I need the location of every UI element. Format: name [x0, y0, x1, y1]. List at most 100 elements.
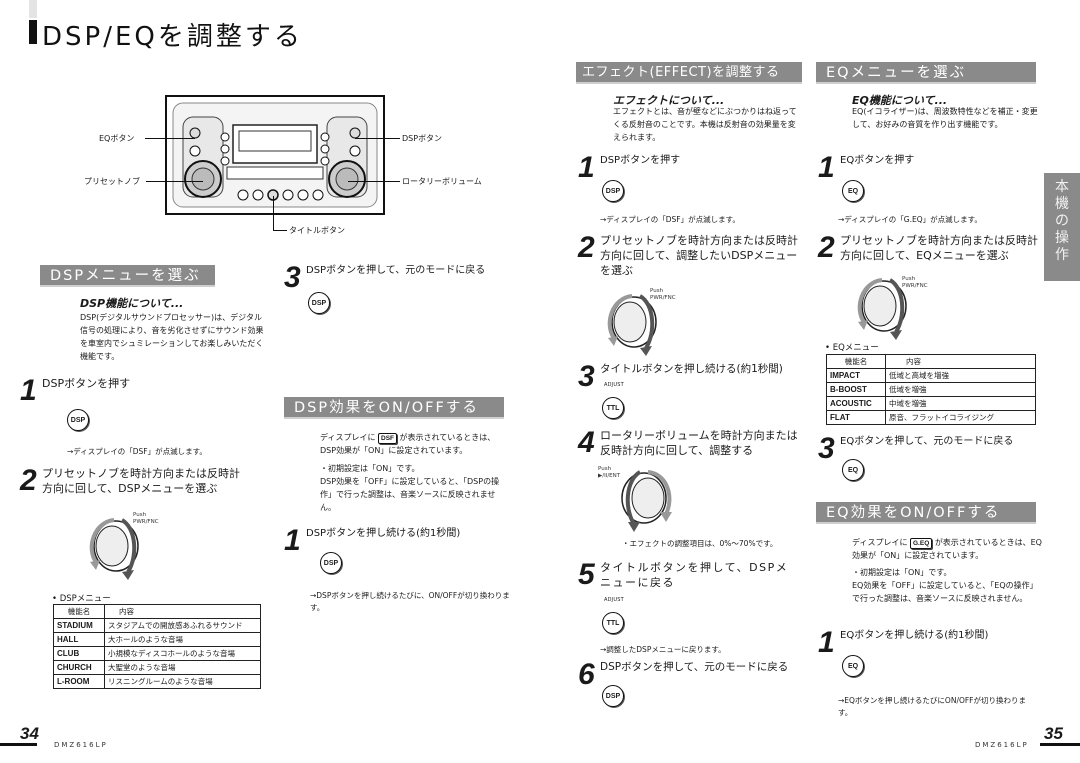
- table-cell: L-ROOM: [53, 674, 105, 689]
- dsp-button-icon: DSP: [67, 409, 89, 431]
- page-title: DSP/EQを調整する: [42, 22, 303, 52]
- model-number-left: DMZ616LP: [54, 741, 108, 749]
- step-number: 2: [578, 231, 595, 264]
- knob-label-small: Push: [650, 288, 664, 294]
- table-cell: リスニングルームのような音場: [104, 674, 261, 689]
- eq-button-icon: EQ: [842, 180, 864, 202]
- off-note: DSP効果を「OFF」に設定していると、「DSPの操作」で行った調整は、音楽ソー…: [320, 477, 500, 512]
- knob-label-main: PWR/FNC: [902, 283, 928, 289]
- dsp-button-icon: DSP: [320, 552, 342, 574]
- dsf-display-badge: DSF: [378, 433, 397, 444]
- section-heading: EQ効果をON/OFFする: [816, 502, 1036, 524]
- about-text: EQ(イコライザー)は、周波数特性などを補正・変更して、お好みの音質を作り出す機…: [852, 107, 1038, 129]
- section-heading: DSPメニューを選ぶ: [40, 265, 215, 287]
- step-text: EQボタンを押して、元のモードに戻る: [840, 436, 1014, 447]
- about-text: DSP(デジタルサウンドプロセッサー)は、デジタル信号の処理により、音を劣化させ…: [80, 313, 264, 361]
- callout-line: [273, 230, 287, 231]
- step-text: DSPボタンを押して、元のモードに戻る: [306, 265, 486, 276]
- table-cell: 低域を増強: [885, 382, 1036, 397]
- table-cell: 小規模なディスコホールのような音場: [104, 646, 261, 661]
- callout-line: [348, 181, 400, 182]
- about-title: エフェクトについて...: [613, 94, 725, 107]
- page-number-left: 34: [20, 724, 39, 743]
- step-text: プリセットノブを時計方向または反時計方向に回して、調整したいDSPメニューを選ぶ: [600, 234, 798, 277]
- model-number-right: DMZ616LP: [975, 741, 1029, 749]
- default-note: ・初期設定は「ON」です。: [852, 568, 952, 577]
- side-tab-label: 本機の操作: [1055, 179, 1069, 263]
- step-note: →ディスプレイの「G.EQ」が点滅します。: [838, 215, 982, 224]
- off-note: EQ効果を「OFF」に設定していると、「EQの操作」で行った調整は、音楽ソースに…: [852, 581, 1038, 603]
- table-header: 機能名: [53, 604, 105, 619]
- adjust-caption: ADJUST: [604, 597, 624, 603]
- display-note-post: が表示されているときは、DSP効果が「ON」に設定されています。: [320, 433, 496, 455]
- page-rule-right: [1040, 743, 1080, 746]
- table-cell: 大ホールのような音場: [104, 632, 261, 647]
- page-number-right: 35: [1044, 724, 1063, 743]
- step-text: プリセットノブを時計方向または反時計方向に回して、EQメニューを選ぶ: [840, 234, 1038, 262]
- preset-knob-rotate-illustration: [607, 294, 657, 356]
- display-note-pre: ディスプレイに: [852, 538, 908, 547]
- table-cell: IMPACT: [826, 368, 886, 383]
- step-text: EQボタンを押す: [840, 155, 915, 166]
- preset-knob-rotate-illustration: [857, 278, 907, 340]
- callout-dsp-button: DSPボタン: [402, 134, 443, 143]
- step-text: DSPボタンを押す: [600, 155, 681, 166]
- knob-label-main: PWR/FNC: [133, 519, 159, 525]
- knob-label-main: ▶/II/ENT: [598, 473, 621, 479]
- display-note-post: が表示されているときは、EQ効果が「ON」に設定されています。: [852, 538, 1042, 560]
- step-note: →ディスプレイの「DSF」が点滅します。: [67, 447, 207, 456]
- step-number: 2: [818, 231, 835, 264]
- step-number: 1: [818, 151, 835, 184]
- section-heading: EQメニューを選ぶ: [816, 62, 1036, 84]
- step-note: ・エフェクトの調整項目は、0%～70%です。: [622, 539, 778, 548]
- title-button-icon: TTL: [602, 397, 624, 419]
- step-number: 3: [578, 360, 595, 393]
- step-text: ロータリーボリュームを時計方向または反時計方向に回して、調整する: [600, 429, 798, 457]
- page-rule-left: [0, 743, 37, 746]
- table-header: 機能名: [826, 354, 886, 369]
- table-cell: 原音、フラットイコライジング: [885, 410, 1036, 425]
- step-text: タイトルボタンを押し続ける(約1秒間): [600, 363, 783, 375]
- knob-label: Push PWR/FNC: [902, 276, 928, 290]
- step-text: DSPボタンを押し続ける(約1秒間): [306, 528, 461, 539]
- geq-display-badge: G.EQ: [910, 538, 933, 549]
- table-cell: CLUB: [53, 646, 105, 661]
- callout-line: [145, 138, 195, 139]
- table-header-row: 機能名 内容: [826, 354, 1036, 369]
- rotary-volume-rotate-illustration: [621, 470, 672, 532]
- step-note: →EQボタンを押し続けるたびにON/OFFが切り換わります。: [838, 696, 1026, 717]
- step-text: タイトルボタンを押して、DSPメニューに戻る: [600, 561, 789, 589]
- step-text: DSPボタンを押す: [42, 377, 131, 390]
- table-cell: FLAT: [826, 410, 886, 425]
- table-cell: ACOUSTIC: [826, 396, 886, 411]
- step-number: 5: [578, 558, 595, 591]
- table-header-row: 機能名 内容: [53, 604, 261, 619]
- dsp-button-icon: DSP: [602, 685, 624, 707]
- dsp-button-icon: DSP: [602, 180, 624, 202]
- title-button-icon: TTL: [602, 612, 624, 634]
- dsp-button-icon: DSP: [308, 292, 330, 314]
- section-heading: DSP効果をON/OFFする: [284, 397, 504, 419]
- eq-button-icon: EQ: [842, 655, 864, 677]
- step-number: 3: [284, 261, 301, 294]
- step-number: 1: [284, 524, 301, 557]
- table-cell: STADIUM: [53, 618, 105, 633]
- callout-line: [146, 181, 203, 182]
- callout-rotary-volume: ロータリーボリューム: [402, 177, 482, 186]
- step-text: プリセットノブを時計方向または反時計方向に回して、DSPメニューを選ぶ: [42, 467, 240, 495]
- table-cell: B-BOOST: [826, 382, 886, 397]
- section-heading: エフェクト(EFFECT)を調整する: [576, 62, 802, 84]
- table-cell: 大聖堂のような音場: [104, 660, 261, 675]
- knob-label-small: Push: [133, 512, 147, 518]
- adjust-caption: ADJUST: [604, 382, 624, 388]
- step-number: 6: [578, 658, 595, 691]
- table-cell: 中域を増強: [885, 396, 1036, 411]
- side-tab-chapter: 本機の操作: [1044, 173, 1080, 281]
